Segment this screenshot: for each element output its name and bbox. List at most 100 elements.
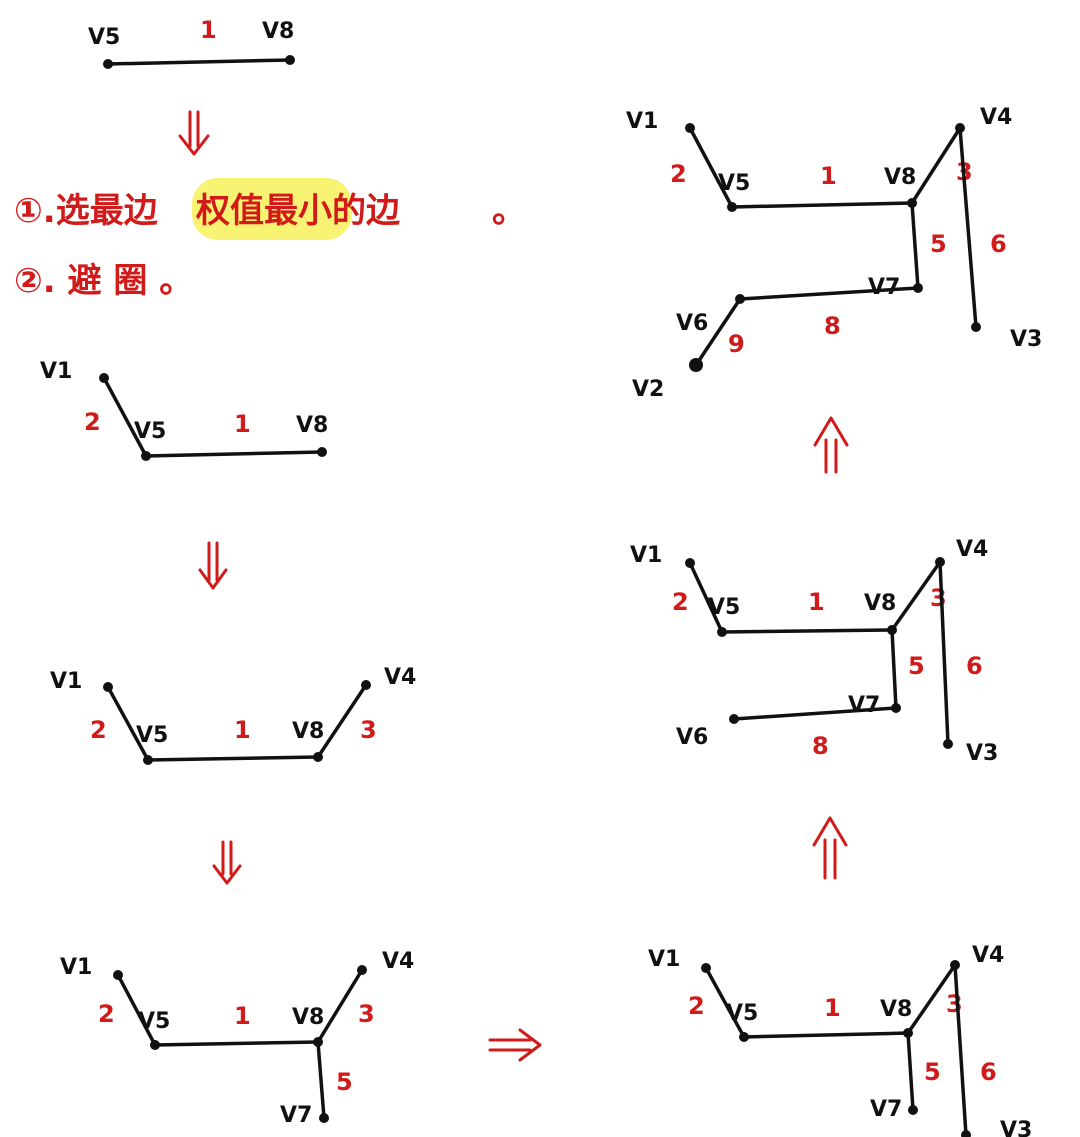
- edge-v8-v4: [890, 560, 942, 632]
- vertex-v8: [903, 1028, 913, 1038]
- vertex-v7: [913, 283, 923, 293]
- edge-weight-label: 1: [820, 162, 837, 190]
- vertex-v2: [689, 358, 703, 372]
- edge-weight-label: 2: [672, 588, 689, 616]
- edge-weight-label: 1: [234, 410, 251, 438]
- vertex-label-v5: V5: [718, 171, 750, 196]
- edge-v1-v5: [102, 376, 148, 458]
- vertex-label-v4: V4: [956, 537, 988, 562]
- vertex-v8: [313, 1037, 323, 1047]
- vertex-label-v3: V3: [1010, 327, 1042, 352]
- edge-v1-v5: [116, 973, 157, 1047]
- vertex-v8: [285, 55, 295, 65]
- vertex-label-v1: V1: [626, 109, 658, 134]
- vertex-label-v1: V1: [40, 359, 72, 384]
- vertex-v1: [103, 682, 113, 692]
- vertex-v5: [727, 202, 737, 212]
- vertex-v5: [739, 1032, 749, 1042]
- edge-weight-label: 6: [990, 230, 1007, 258]
- edge-weight-label: 6: [980, 1058, 997, 1086]
- edge-weight-label: 1: [234, 716, 251, 744]
- arrow-down-2: [198, 541, 228, 590]
- edge-v5-v8: [730, 201, 914, 209]
- vertex-v5: [141, 451, 151, 461]
- vertex-v1: [685, 558, 695, 568]
- vertex-label-v5: V5: [134, 419, 166, 444]
- edge-weight-label: 2: [84, 408, 101, 436]
- edge-v4-v3: [938, 560, 950, 746]
- vertex-v5: [150, 1040, 160, 1050]
- edge-v1-v5: [688, 126, 734, 209]
- vertex-label-v5: V5: [136, 723, 168, 748]
- vertex-v4: [935, 557, 945, 567]
- vertex-label-v6: V6: [676, 725, 708, 750]
- edge-v5-v8: [153, 1040, 320, 1047]
- vertex-label-v4: V4: [980, 105, 1012, 130]
- edge-v8-v7: [890, 628, 898, 710]
- edge-v5-v8: [146, 755, 320, 762]
- vertex-v6: [735, 294, 745, 304]
- vertex-v8: [313, 752, 323, 762]
- edge-v6-v2: [694, 297, 742, 367]
- vertex-label-v1: V1: [648, 947, 680, 972]
- vertex-label-v7: V7: [848, 693, 880, 718]
- vertex-v4: [361, 680, 371, 690]
- vertex-v4: [950, 960, 960, 970]
- vertex-label-v1: V1: [50, 669, 82, 694]
- edge-v5-v8: [720, 628, 894, 634]
- vertex-v7: [908, 1105, 918, 1115]
- vertex-v1: [701, 963, 711, 973]
- vertex-label-v7: V7: [280, 1103, 312, 1128]
- edge-weight-label: 2: [98, 1000, 115, 1028]
- vertex-v1: [99, 373, 109, 383]
- arrow-down-1: [178, 110, 210, 156]
- edge-weight-label: 6: [966, 652, 983, 680]
- edge-v4-v3: [958, 126, 978, 329]
- edge-v5-v8: [742, 1031, 910, 1039]
- edge-weight-label: 3: [360, 716, 377, 744]
- vertex-label-v8: V8: [884, 165, 916, 190]
- vertex-label-v5: V5: [138, 1009, 170, 1034]
- vertex-v4: [357, 965, 367, 975]
- vertex-label-v6: V6: [676, 311, 708, 336]
- note-line2: ②. 避 圈 。: [14, 261, 193, 301]
- vertex-label-v8: V8: [292, 1005, 324, 1030]
- vertex-v7: [319, 1113, 329, 1123]
- edge-weight-label: 3: [930, 584, 947, 612]
- edge-v8-v7: [906, 1031, 915, 1112]
- vertex-v3: [943, 739, 953, 749]
- note-highlight: [192, 178, 352, 240]
- edge-v8-v7: [910, 201, 920, 290]
- edge-weight-label: 9: [728, 330, 745, 358]
- vertex-v5: [143, 755, 153, 765]
- vertex-label-v4: V4: [384, 665, 416, 690]
- edge-v7-v6: [732, 706, 898, 721]
- edge-weight-label: 5: [930, 230, 947, 258]
- vertex-label-v8: V8: [296, 413, 328, 438]
- arrow-down-3: [212, 840, 242, 885]
- vertex-label-v4: V4: [382, 949, 414, 974]
- edge-weight-label: 5: [908, 652, 925, 680]
- vertex-label-v7: V7: [870, 1097, 902, 1122]
- edge-v8-v4: [316, 683, 368, 759]
- arrow-right: [488, 1028, 542, 1062]
- vertex-label-v1: V1: [60, 955, 92, 980]
- vertex-v1: [113, 970, 123, 980]
- edge-v7-v6: [738, 286, 920, 301]
- edge-v8-v7: [316, 1040, 326, 1120]
- vertex-label-v3: V3: [1000, 1118, 1032, 1137]
- vertex-label-v1: V1: [630, 543, 662, 568]
- edge-v1-v5: [106, 685, 150, 762]
- vertex-label-v8: V8: [262, 19, 294, 44]
- edge-weight-label: 1: [234, 1002, 251, 1030]
- vertex-v5: [103, 59, 113, 69]
- note-line1-highlight: 权值最小的边: [195, 191, 400, 231]
- edge-weight-label: 2: [670, 160, 687, 188]
